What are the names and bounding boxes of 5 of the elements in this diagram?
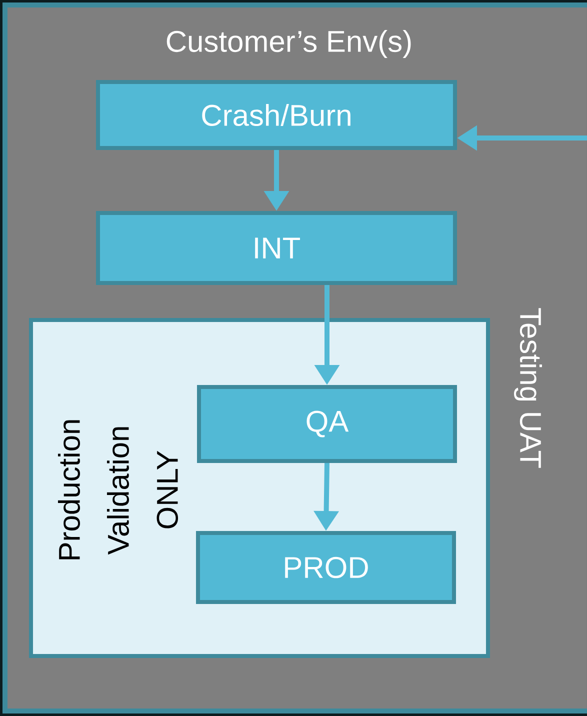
process-box: PROD: [196, 531, 456, 604]
process-box: QA: [197, 385, 457, 463]
process-box: Crash/Burn: [96, 80, 457, 150]
process-box: INT: [96, 211, 457, 285]
side-label: Testing UAT: [514, 308, 542, 468]
